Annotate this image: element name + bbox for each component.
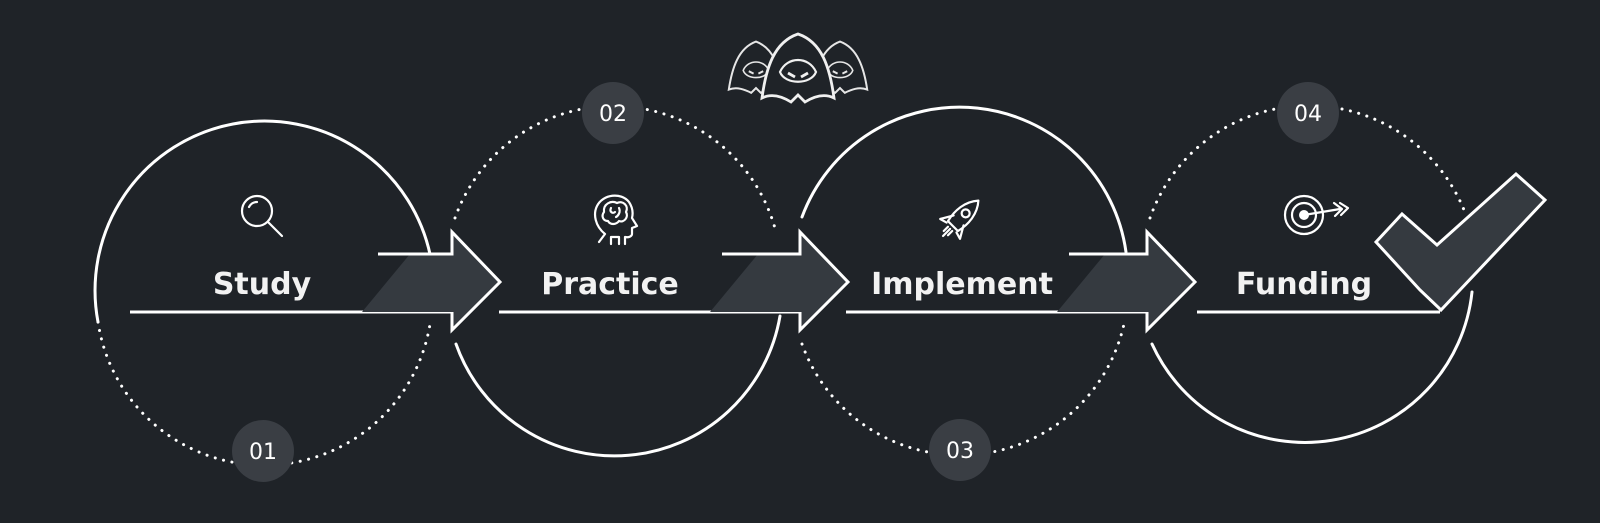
- step-badge-04: 04: [1277, 82, 1339, 144]
- arrow-study-to-practice: [362, 228, 503, 334]
- magnifier-icon: [240, 194, 284, 238]
- step-label-implement: Implement: [871, 267, 1053, 302]
- step-label-study: Study: [213, 267, 312, 302]
- step-label-practice: Practice: [541, 267, 679, 302]
- circle-dotted-arc: [96, 320, 432, 467]
- brain-head-icon: [594, 194, 639, 246]
- arrow-implement-to-funding: [1057, 228, 1198, 334]
- step-circle-study: [93, 119, 433, 467]
- hooded-figures-logo: [727, 32, 869, 104]
- circle-solid-arc: [800, 105, 1128, 254]
- circle-dotted-arc: [1148, 104, 1466, 220]
- checkmark-icon: [1373, 171, 1548, 313]
- circle-solid-arc: [454, 314, 782, 458]
- step-badge-03: 03: [929, 419, 991, 481]
- target-icon: [1283, 194, 1350, 236]
- circle-solid-arc: [93, 119, 433, 324]
- step-badge-02: 02: [582, 82, 644, 144]
- step-number: 04: [1294, 102, 1322, 127]
- step-number: 01: [249, 440, 277, 465]
- step-label-funding: Funding: [1236, 267, 1372, 302]
- rocket-icon: [939, 199, 980, 240]
- step-badge-01: 01: [232, 420, 294, 482]
- step-circle-funding: [1148, 104, 1474, 444]
- step-number: 03: [946, 439, 974, 464]
- arrow-practice-to-implement: [710, 228, 851, 334]
- step-number: 02: [599, 102, 627, 127]
- circle-solid-arc: [1150, 290, 1474, 444]
